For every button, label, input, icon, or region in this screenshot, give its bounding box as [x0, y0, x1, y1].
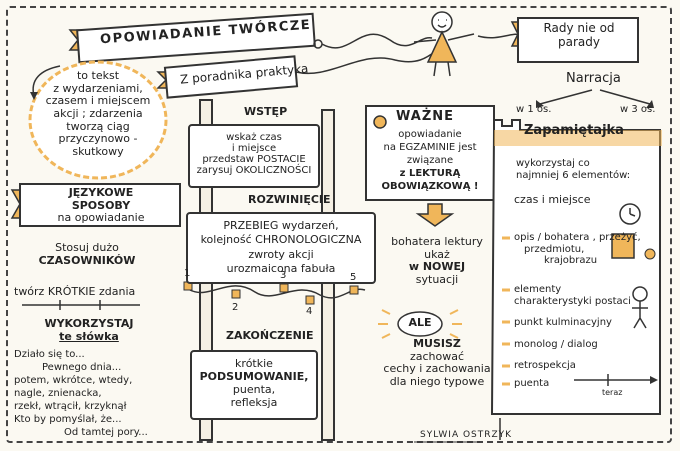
language-banner-shape — [19, 183, 181, 227]
sentences-tip: twórz KRÓTKIE zdania — [14, 285, 136, 298]
body-label: ROZWINIĘCIE — [248, 193, 331, 206]
words-list: Działo się to... Pewnego dnia... potem, … — [14, 349, 148, 438]
remember-item-climax: punkt kulminacyjny — [514, 317, 612, 328]
narration-first: w 1 os. — [516, 104, 552, 115]
sub-banner-shape — [163, 55, 299, 99]
figure-dress — [426, 30, 458, 63]
step-4: 4 — [306, 306, 313, 317]
remember-item-flashback: retrospekcja — [514, 360, 576, 371]
remember-item-punchline: puenta — [514, 378, 550, 389]
important-box-shape — [365, 105, 495, 201]
definition-cloud — [28, 60, 168, 180]
string-line — [321, 33, 433, 49]
page-border — [6, 6, 672, 443]
title-banner-shape — [76, 12, 316, 64]
remember-item-time-place: czas i miejsce — [514, 193, 591, 206]
verbs-tip: Stosuj dużo CZASOWNIKÓW — [38, 241, 136, 267]
step-2: 2 — [232, 302, 239, 313]
figure-head — [431, 11, 453, 33]
advice-banner-shape — [517, 17, 639, 63]
must-text: MUSISZ zachować cechy i zachowania dla n… — [383, 337, 491, 388]
but-label: ALE — [408, 316, 432, 329]
timeline-label: teraz — [602, 388, 623, 397]
remember-item-characteristics: elementy charakterystyki postaci — [514, 284, 631, 307]
hero-text: bohatera lektury ukaż w NOWEJ sytuacji — [391, 235, 483, 286]
important-text: opowiadanie na EGZAMINIE jest związane z… — [381, 129, 479, 192]
intro-box: wskaż czas i miejsce przedstaw POSTACIE … — [188, 124, 320, 188]
remember-item-dialogue: monolog / dialog — [514, 339, 598, 350]
remember-intro: wykorzystaj co najmniej 6 elementów: — [516, 158, 631, 181]
step-5: 5 — [350, 272, 357, 283]
body-box: PRZEBIEG wydarzeń, kolejność CHRONOLOGIC… — [186, 212, 376, 284]
words-title: WYKORZYSTAJ te słówka — [44, 317, 134, 343]
end-label: ZAKOŃCZENIE — [226, 329, 314, 342]
important-title: WAŻNE — [396, 109, 455, 124]
remember-title: Zapamiętajka — [524, 123, 624, 138]
intro-label: WSTĘP — [244, 105, 288, 118]
step-3: 3 — [280, 270, 287, 281]
down-arrow — [415, 203, 455, 227]
end-box: krótkie PODSUMOWANIE, puenta, refleksja — [190, 350, 318, 420]
language-banner-text: JĘZYKOWE SPOSOBY na opowiadanie — [57, 186, 145, 225]
step-1: 1 — [184, 268, 191, 279]
narration-title: Narracja — [566, 71, 621, 86]
advice-label: Rady nie od parady — [543, 21, 615, 49]
remember-panel-shape — [490, 119, 661, 415]
author-signature: SYLWIA OSTRZYK — [420, 430, 513, 440]
narration-third: w 3 os. — [620, 104, 656, 115]
remember-item-description: opis / bohatera , przeżyć, przedmiotu, k… — [514, 232, 641, 266]
definition-text: to tekst z wydarzeniami, czasem i miejsc… — [45, 69, 151, 158]
